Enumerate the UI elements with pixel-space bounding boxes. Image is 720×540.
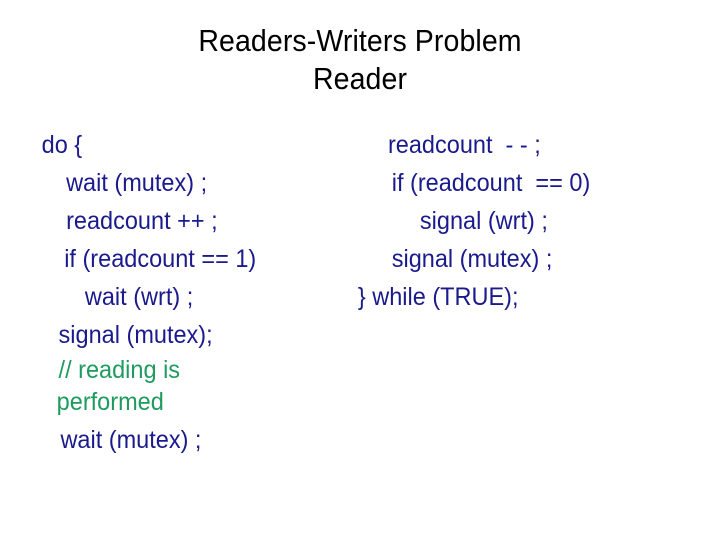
code-line: do { xyxy=(41,131,83,159)
code-line: wait (mutex) ; xyxy=(60,426,202,454)
code-comment-line: performed xyxy=(56,388,164,416)
code-comment-line: // reading is xyxy=(58,356,181,384)
code-line: signal (mutex) ; xyxy=(391,245,553,273)
title-line-primary: Readers-Writers Problem xyxy=(198,23,522,58)
code-column-right: readcount - - ; if (readcount == 0) sign… xyxy=(356,126,706,316)
code-line: wait (wrt) ; xyxy=(84,283,194,311)
code-line: wait (mutex) ; xyxy=(66,169,208,197)
title-line-secondary: Reader xyxy=(312,61,408,96)
code-line: signal (mutex); xyxy=(58,321,213,349)
code-line: signal (wrt) ; xyxy=(419,207,548,235)
code-area: do { wait (mutex) ; readcount ++ ; if (r… xyxy=(0,126,720,486)
code-line: if (readcount == 0) xyxy=(391,169,591,197)
page-title: Readers-Writers Problem Reader xyxy=(0,22,720,98)
code-line: if (readcount == 1) xyxy=(64,245,257,273)
code-line: } while (TRUE); xyxy=(357,283,519,311)
code-line: readcount ++ ; xyxy=(66,207,218,235)
code-column-left: do { wait (mutex) ; readcount ++ ; if (r… xyxy=(36,126,366,459)
code-line: readcount - - ; xyxy=(387,131,541,159)
